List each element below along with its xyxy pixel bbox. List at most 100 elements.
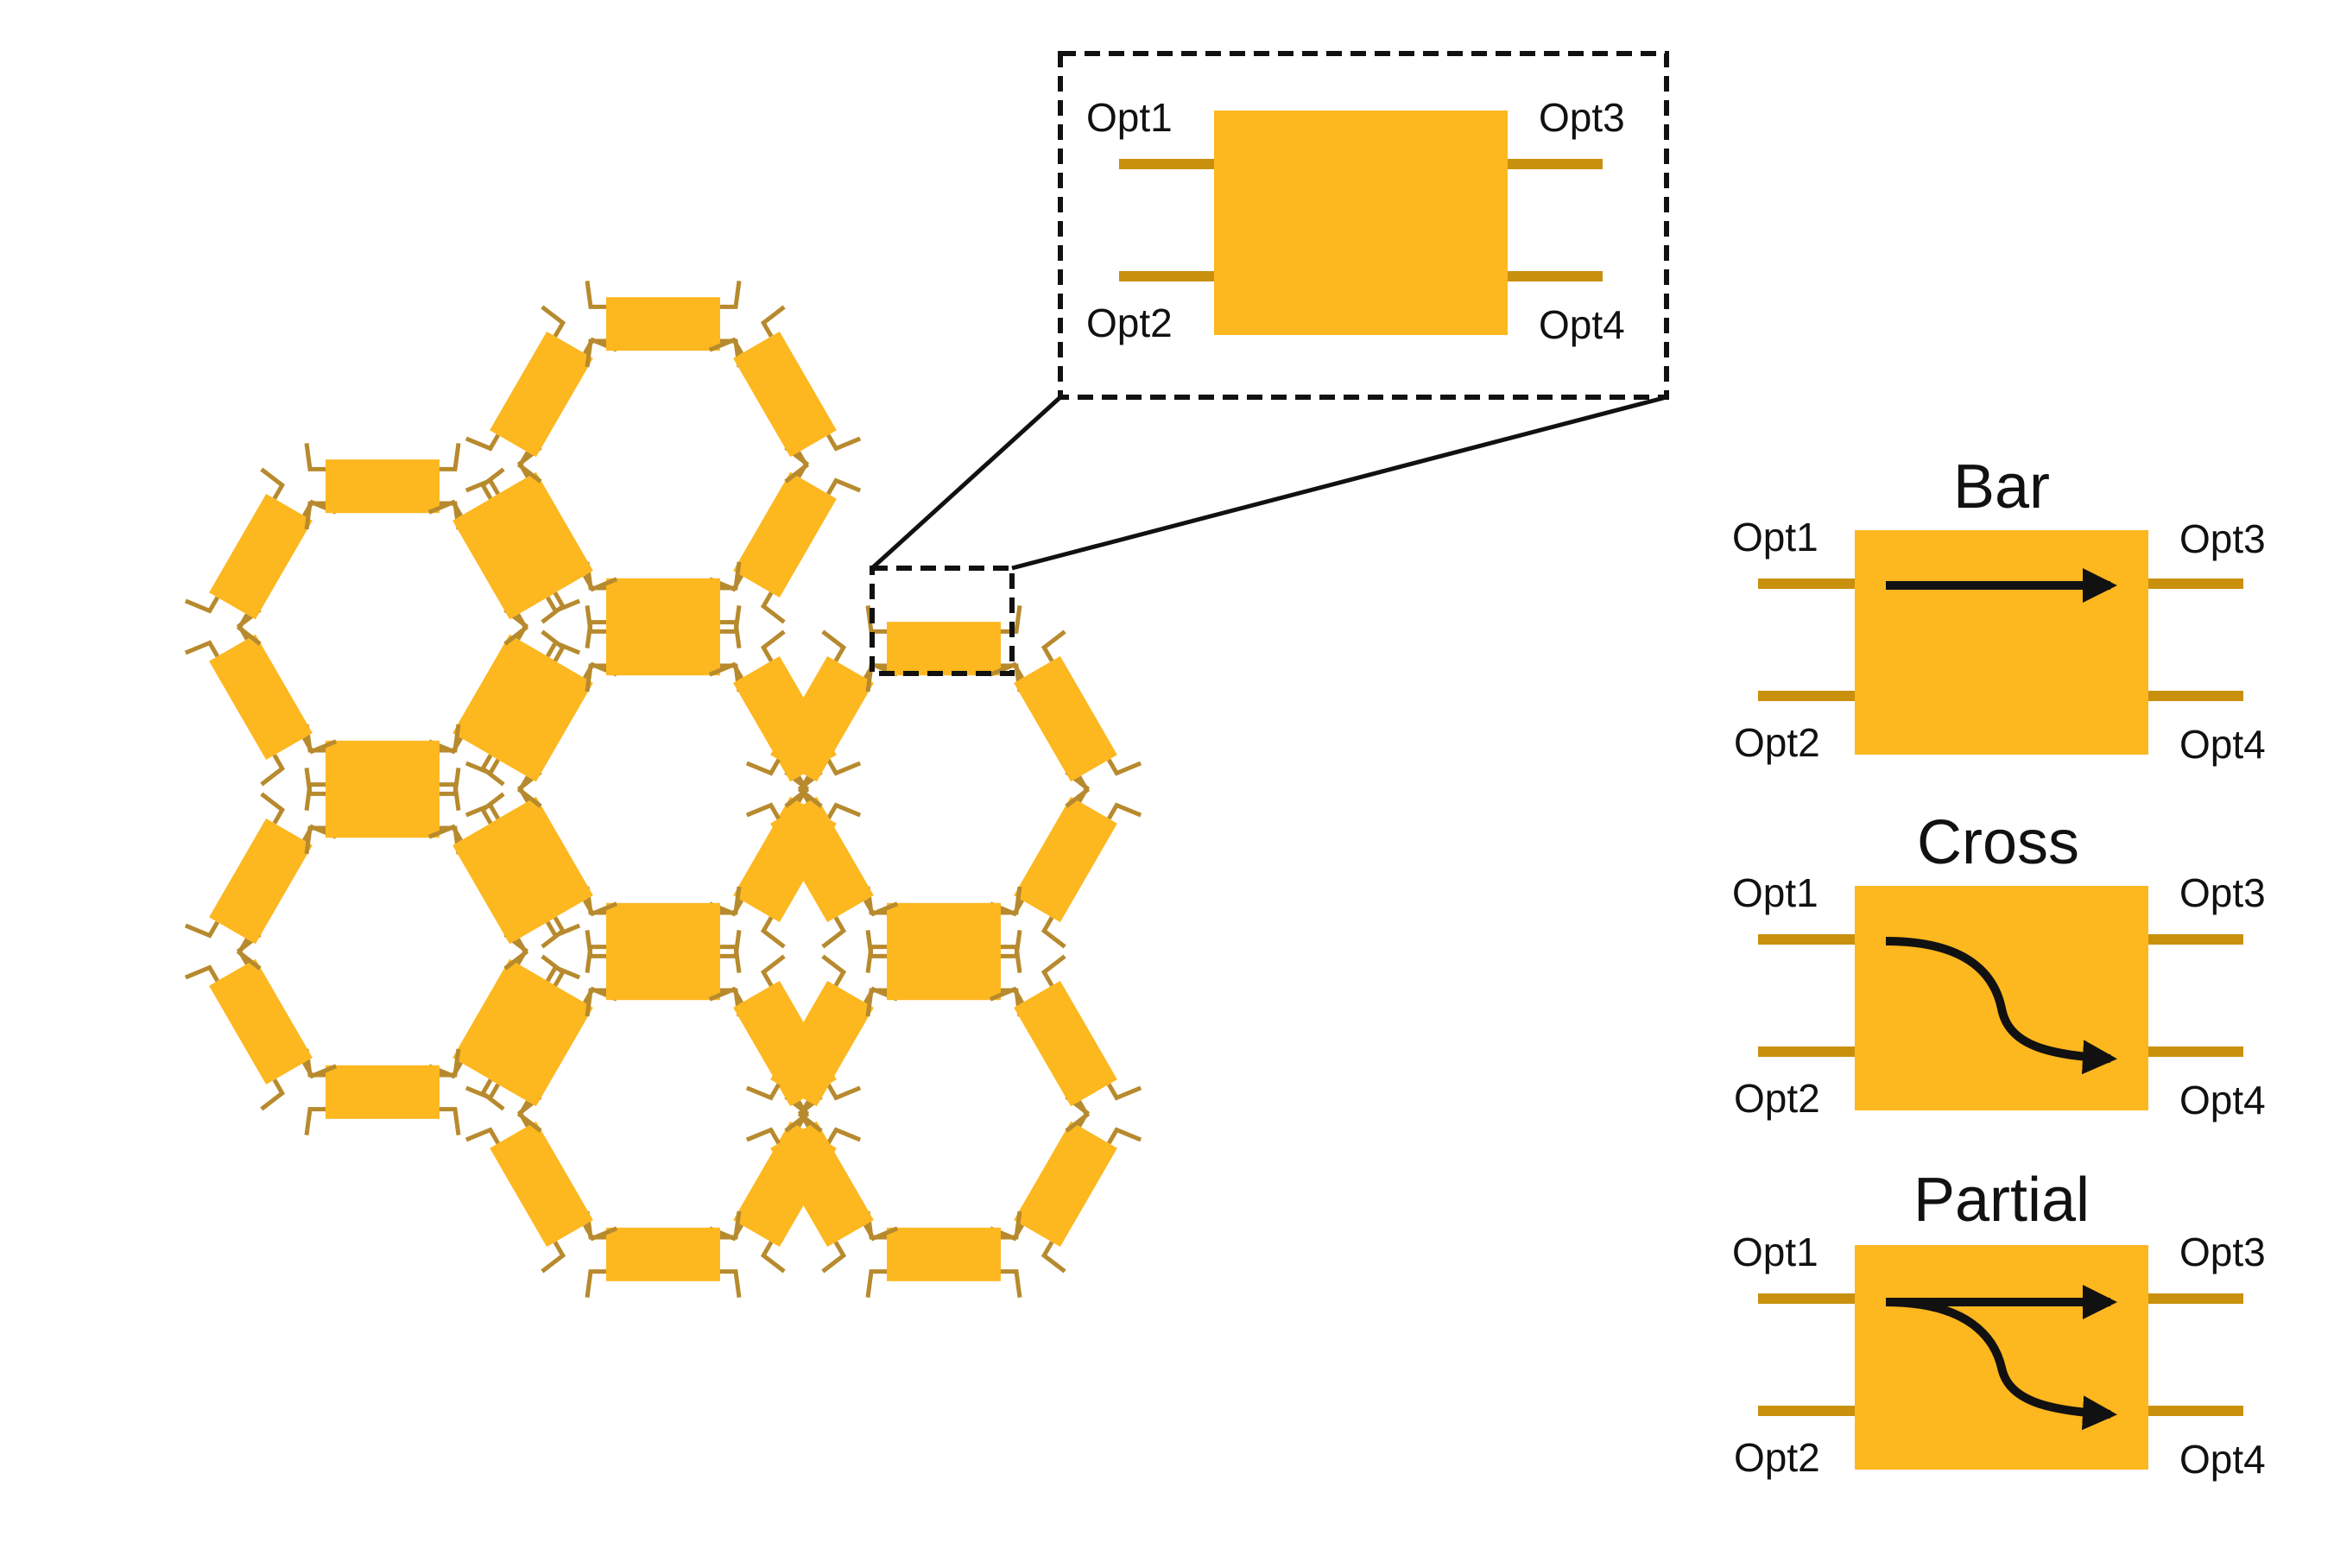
cross-label-opt2: Opt2 xyxy=(1734,1076,1820,1121)
hexagonal-coupler-mesh xyxy=(184,281,1142,1298)
partial-label-opt1: Opt1 xyxy=(1732,1230,1818,1274)
partial-label-opt3: Opt3 xyxy=(2179,1230,2266,1274)
mesh-waveguide xyxy=(516,1100,542,1133)
zoom-label-opt1: Opt1 xyxy=(1086,95,1173,140)
mesh-coupler-body xyxy=(490,1121,593,1248)
mesh-waveguide xyxy=(1065,775,1091,808)
mesh-waveguide xyxy=(440,443,461,471)
mesh-waveguide xyxy=(784,775,810,808)
mesh-waveguide xyxy=(1001,605,1022,634)
mesh-waveguide xyxy=(760,1241,786,1274)
mesh-waveguide xyxy=(826,802,862,820)
mesh-coupler-body xyxy=(606,622,720,676)
mesh-coupler xyxy=(989,954,1142,1133)
mesh-waveguide xyxy=(760,916,786,949)
mesh-waveguide xyxy=(821,954,847,987)
bar-label-opt4: Opt4 xyxy=(2179,722,2266,767)
zoom-label-opt4: Opt4 xyxy=(1539,302,1625,347)
mesh-waveguide xyxy=(184,964,219,983)
mesh-coupler xyxy=(465,1095,618,1274)
mesh-coupler-body xyxy=(1014,655,1117,782)
mesh-waveguide xyxy=(465,1083,500,1101)
mesh-waveguide xyxy=(184,640,219,658)
mesh-coupler-body xyxy=(606,1227,720,1281)
mesh-coupler-body xyxy=(770,980,874,1107)
mesh-coupler xyxy=(989,770,1142,949)
zoom-box: Opt1 Opt2 Opt3 Opt4 xyxy=(1058,51,1669,400)
mesh-waveguide xyxy=(302,1061,338,1079)
bar-coupler xyxy=(1855,530,2148,755)
mesh-waveguide xyxy=(465,1127,500,1145)
mesh-waveguide xyxy=(1107,1083,1142,1101)
mesh-waveguide xyxy=(826,433,862,452)
mesh-waveguide xyxy=(427,824,463,842)
mesh-waveguide xyxy=(720,1269,742,1298)
mesh-waveguide xyxy=(541,954,566,987)
mesh-coupler-body xyxy=(490,331,593,458)
mesh-waveguide xyxy=(797,1100,823,1133)
mesh-waveguide xyxy=(541,591,566,624)
mesh-waveguide xyxy=(720,886,742,915)
zoom-label-opt3: Opt3 xyxy=(1539,95,1625,140)
mesh-coupler-body xyxy=(733,471,837,598)
mesh-waveguide xyxy=(440,768,461,796)
mode-bar: Bar Opt1 Opt2 Opt3 Opt4 xyxy=(1732,452,2266,767)
mesh-waveguide xyxy=(760,305,786,338)
highlight-box xyxy=(870,566,1015,676)
mesh-waveguide xyxy=(546,920,581,939)
partial-label-opt4: Opt4 xyxy=(2179,1437,2266,1482)
mesh-waveguide xyxy=(720,605,742,634)
bar-label-opt3: Opt3 xyxy=(2179,516,2266,561)
mesh-waveguide xyxy=(184,596,219,614)
mesh-coupler xyxy=(184,608,338,787)
mesh-waveguide xyxy=(1001,930,1022,958)
mesh-waveguide xyxy=(583,1223,618,1242)
mesh-waveguide xyxy=(1107,802,1142,820)
mesh-waveguide xyxy=(760,629,786,662)
bar-label-opt1: Opt1 xyxy=(1732,515,1818,560)
mesh-coupler xyxy=(184,792,338,971)
mesh-waveguide xyxy=(865,605,887,634)
mesh-waveguide xyxy=(1040,954,1066,987)
mesh-coupler xyxy=(708,446,862,624)
mesh-waveguide xyxy=(585,281,606,309)
mesh-coupler-body xyxy=(452,493,556,620)
zoom-label-opt2: Opt2 xyxy=(1086,300,1173,345)
mesh-waveguide xyxy=(465,433,500,452)
mesh-coupler-body xyxy=(887,622,1001,676)
mesh-waveguide xyxy=(440,724,461,753)
mesh-waveguide xyxy=(745,1127,781,1145)
mesh-waveguide xyxy=(708,337,743,355)
mesh-waveguide xyxy=(1001,886,1022,915)
mesh-waveguide xyxy=(720,561,742,591)
mesh-waveguide xyxy=(427,499,463,517)
mesh-coupler xyxy=(865,605,1022,692)
mesh-waveguide xyxy=(465,477,500,496)
mesh-waveguide xyxy=(302,737,338,755)
mesh-waveguide xyxy=(865,930,887,958)
mesh-coupler xyxy=(465,305,618,484)
mesh-waveguide xyxy=(865,1269,887,1298)
mesh-coupler xyxy=(708,305,862,484)
mesh-coupler xyxy=(989,1095,1142,1274)
mesh-waveguide xyxy=(760,591,786,624)
mesh-waveguide xyxy=(583,899,618,917)
mesh-waveguide xyxy=(585,663,606,692)
mesh-coupler xyxy=(304,1048,461,1135)
mesh-coupler-body xyxy=(770,655,874,782)
mode-cross: Cross Opt1 Opt2 Opt3 Opt4 xyxy=(1732,808,2266,1122)
mesh-coupler xyxy=(304,443,461,530)
mesh-coupler xyxy=(585,1211,742,1298)
mesh-waveguide xyxy=(585,1269,606,1298)
mesh-coupler xyxy=(184,467,338,646)
mesh-waveguide xyxy=(863,1223,899,1242)
mesh-waveguide xyxy=(304,825,326,855)
mesh-waveguide xyxy=(479,792,505,825)
mesh-waveguide xyxy=(516,775,542,808)
mesh-waveguide xyxy=(440,1107,461,1135)
mesh-waveguide xyxy=(503,938,529,971)
mesh-coupler-body xyxy=(209,958,313,1085)
bar-label-opt2: Opt2 xyxy=(1734,720,1820,765)
mesh-waveguide xyxy=(708,986,743,1004)
